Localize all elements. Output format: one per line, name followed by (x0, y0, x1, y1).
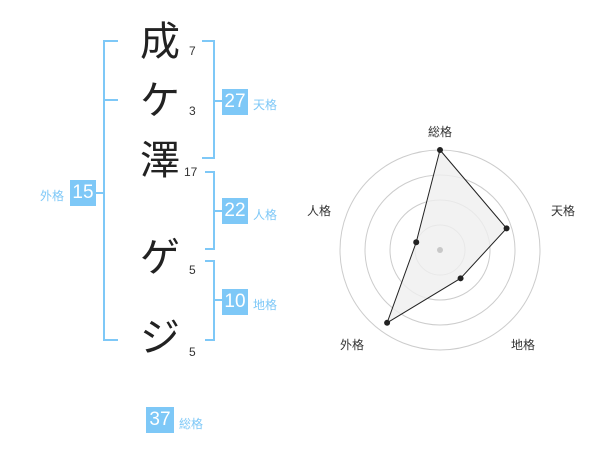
stroke-count-2: 3 (189, 104, 196, 118)
radar-point-5 (413, 239, 420, 246)
gaikaku-value-badge: 15 (70, 180, 96, 206)
soukaku-value-badge: 37 (146, 407, 174, 433)
stroke-count-3: 17 (184, 165, 198, 179)
tenkaku-label: 天格 (253, 98, 278, 112)
chikaku-label: 地格 (253, 298, 278, 312)
radar-label-chikaku: 地格 (511, 338, 536, 352)
radar-point-3 (457, 275, 464, 282)
radar-point-4 (384, 319, 391, 326)
radar-label-soukaku: 総格 (428, 125, 453, 139)
name-char-5: ジ (140, 315, 180, 361)
radar-label-gaikaku: 外格 (340, 338, 365, 352)
radar-label-tenkaku: 天格 (551, 204, 576, 218)
tenkaku-value-badge: 27 (222, 89, 248, 115)
stroke-count-5: 5 (189, 345, 196, 359)
jinkaku-value-badge: 22 (222, 198, 248, 224)
chikaku-value-badge: 10 (222, 289, 248, 315)
stroke-count-1: 7 (189, 44, 196, 58)
radar-point-1 (437, 147, 443, 153)
stroke-count-4: 5 (189, 263, 196, 277)
gaikaku-label: 外格 (40, 189, 65, 203)
name-char-1: 成 (140, 19, 180, 65)
radar-label-jinkaku: 人格 (307, 204, 332, 218)
name-char-2: ケ (140, 78, 180, 124)
outer-bracket (103, 40, 118, 341)
radar-polygon (386, 148, 508, 324)
soukaku-label: 総格 (179, 417, 204, 431)
radar-center-dot (437, 247, 443, 253)
tenkaku-bracket (202, 40, 215, 159)
name-char-4: ゲ (140, 235, 180, 281)
jinkaku-label: 人格 (253, 208, 278, 222)
name-char-3: 澤 (140, 138, 180, 184)
radar-point-2 (503, 225, 510, 232)
